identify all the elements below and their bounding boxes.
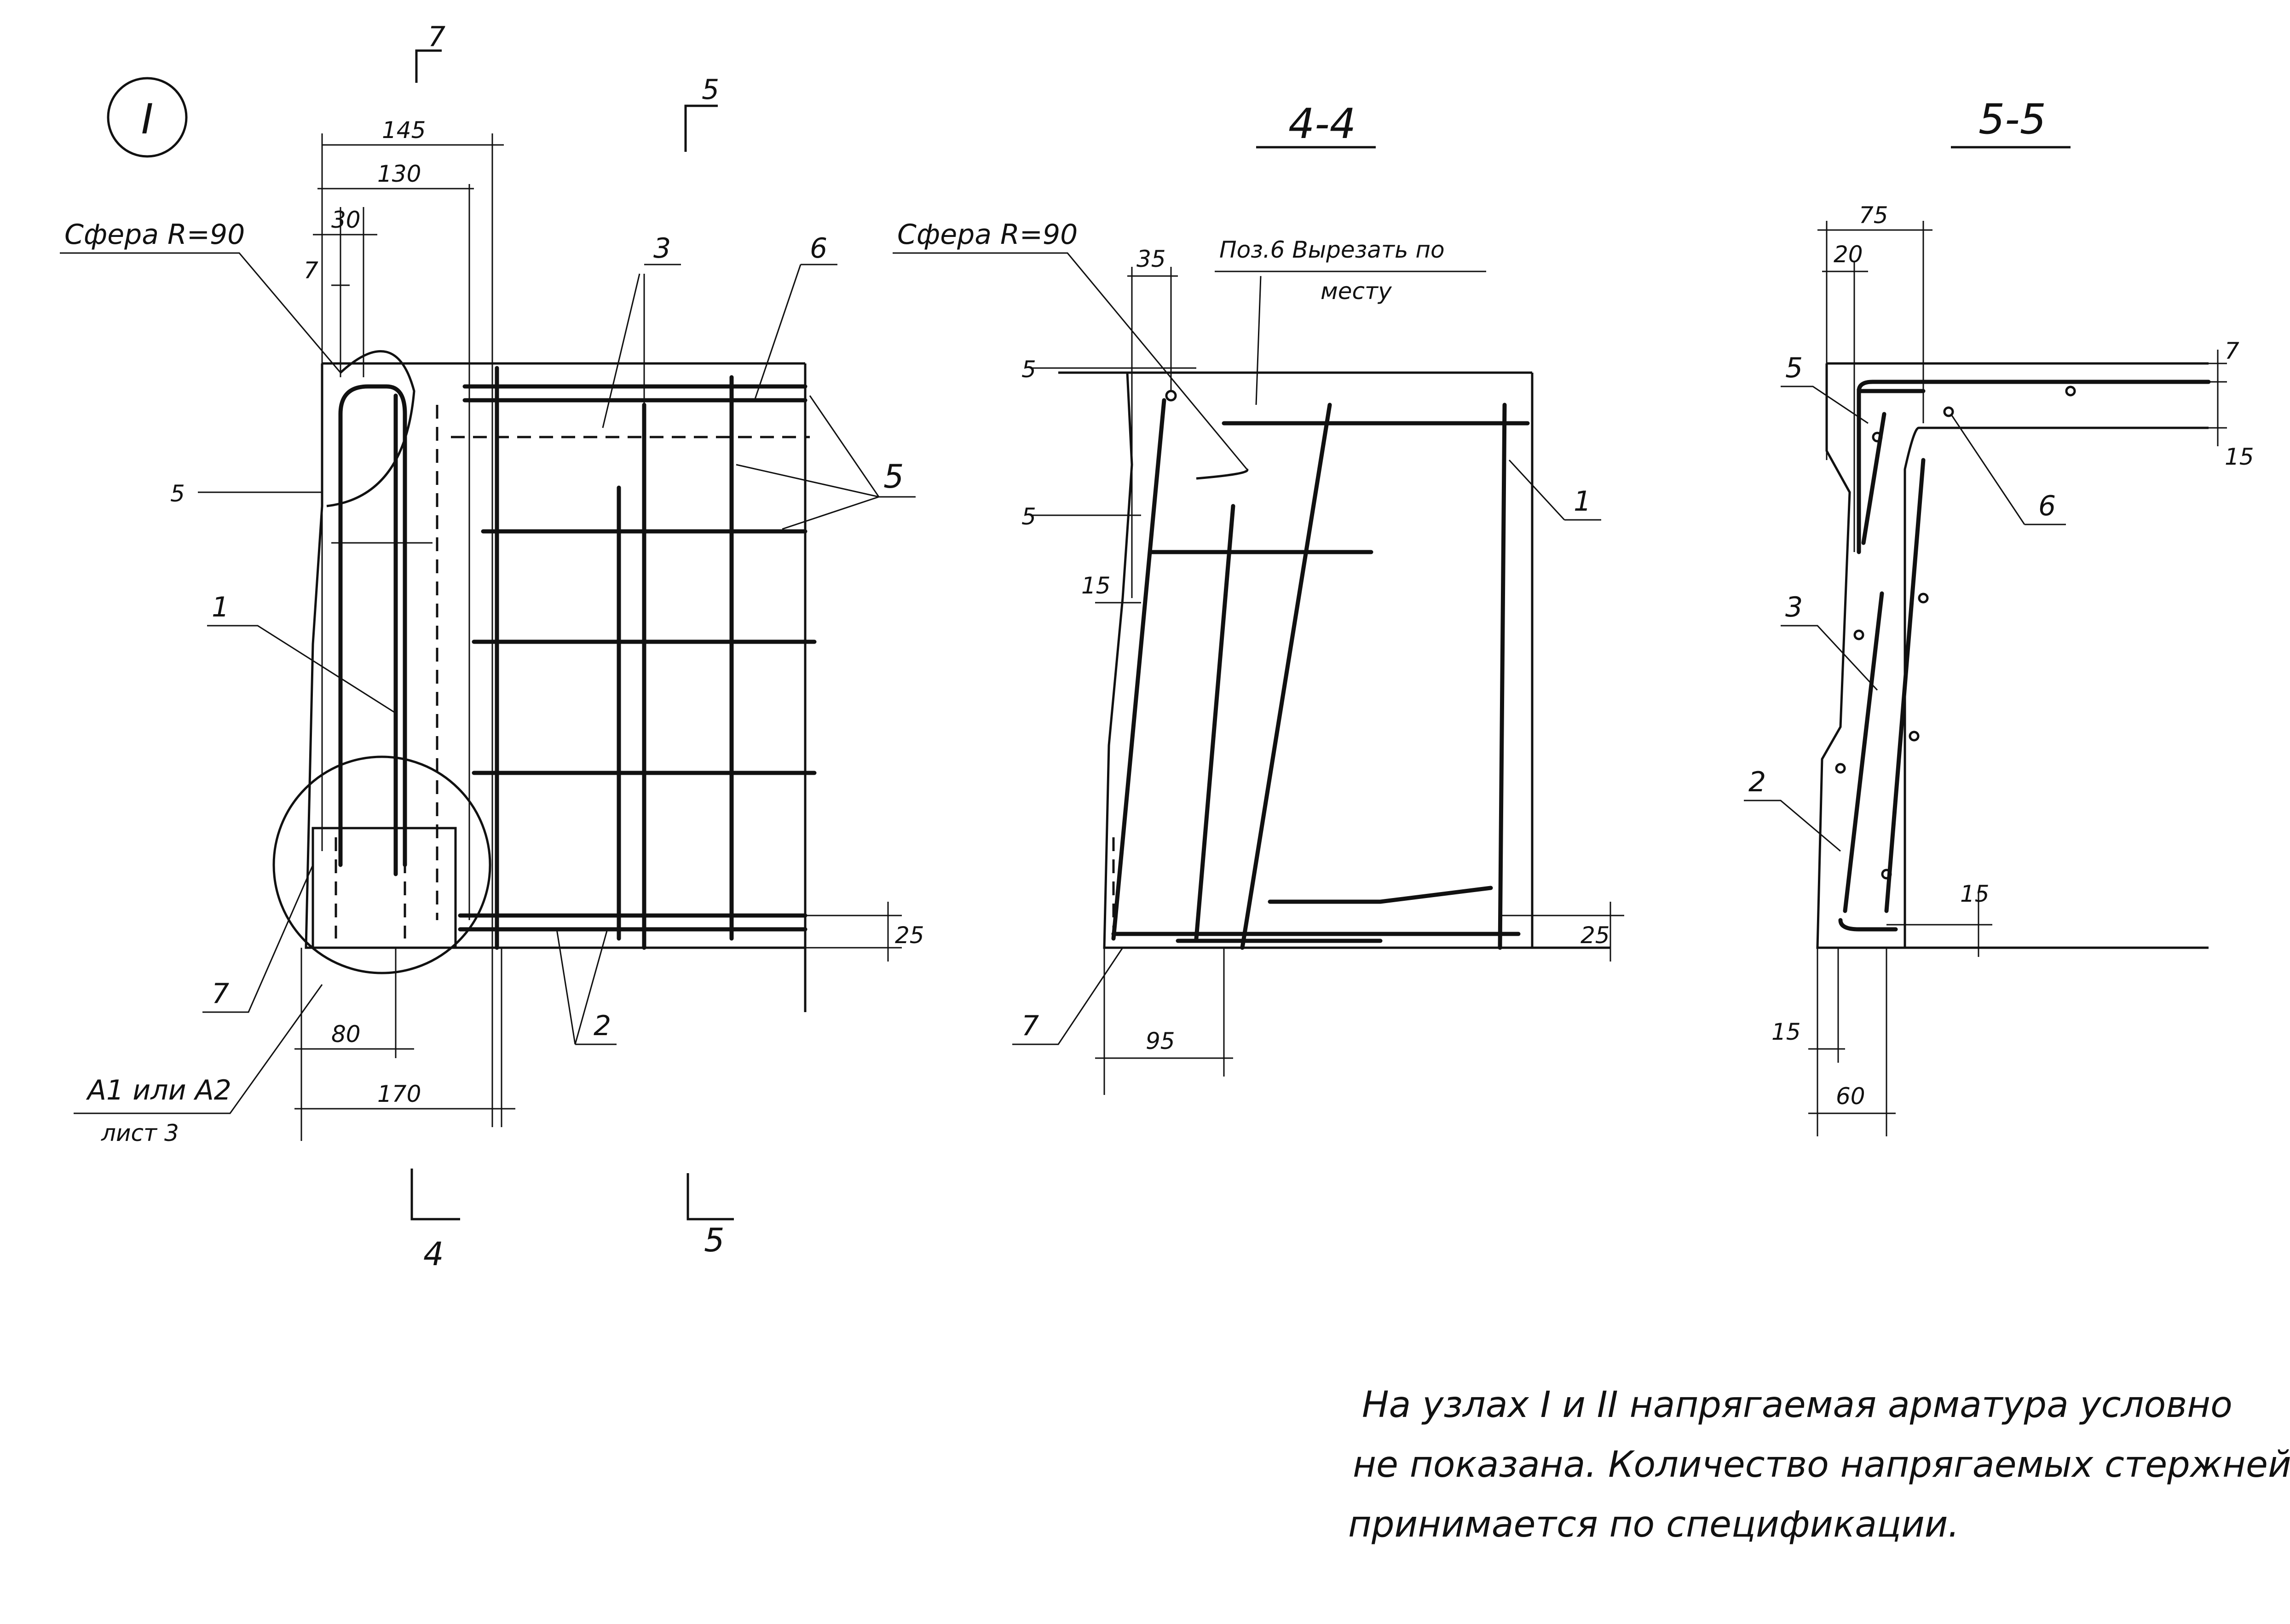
- view1-pos-3: 3: [653, 232, 671, 265]
- dim-25-44: 25: [1581, 922, 1610, 949]
- dim-15-55-bottom-right: 15: [1960, 881, 1990, 907]
- view1-pos-5: 5: [883, 458, 904, 495]
- dim-5a-44: 5: [1021, 356, 1036, 383]
- view1-pos-2: 2: [594, 1010, 611, 1042]
- cut-label-5-bottom: 5: [704, 1221, 725, 1259]
- note-line-3: принимается по спецификации.: [1348, 1504, 1959, 1545]
- note-44-line2: месту: [1321, 278, 1392, 305]
- dim-15-55-right: 15: [2225, 443, 2254, 470]
- cut-marker-4-bottom: [410, 1169, 460, 1221]
- dim-170: 170: [377, 1081, 421, 1107]
- cut-label-7: 7: [428, 21, 445, 53]
- ref-label-a1-a2: А1 или А2: [86, 1074, 231, 1106]
- dim-130: 130: [377, 161, 421, 187]
- section55-pos-2: 2: [1748, 766, 1766, 798]
- sphere-label-44: Сфера R=90: [897, 219, 1078, 251]
- view1-pos-1: 1: [212, 591, 229, 623]
- dim-5-left: 5: [170, 480, 185, 507]
- dim-145: 145: [382, 117, 426, 144]
- section-4-4: 4-4 Сфера R=90 Поз.6 Вырезать по месту 3…: [893, 100, 1624, 1095]
- node-id: I: [141, 95, 154, 144]
- view1-pos-7: 7: [212, 978, 229, 1010]
- section-5-5: 5-5 75 20 7 15 5 6: [1744, 95, 2254, 1136]
- section55-pos-3: 3: [1785, 591, 1803, 623]
- dim-15-55-bottom: 15: [1771, 1019, 1801, 1045]
- dim-95: 95: [1146, 1028, 1175, 1054]
- cut-label-5-top: 5: [702, 74, 719, 106]
- sphere-label-view1: Сфера R=90: [64, 219, 245, 251]
- cut-label-4: 4: [423, 1235, 444, 1273]
- dim-7-55: 7: [2225, 338, 2239, 364]
- dim-75: 75: [1859, 202, 1888, 229]
- cut-marker-5-bottom: [686, 1173, 734, 1221]
- section-55-title: 5-5: [1979, 95, 2046, 144]
- dim-7: 7: [304, 257, 318, 284]
- note-line-2: не показана. Количество напрягаемых стер…: [1353, 1444, 2290, 1486]
- dim-80: 80: [331, 1021, 361, 1048]
- dim-15-44: 15: [1081, 572, 1111, 599]
- section55-pos-6: 6: [2038, 490, 2056, 522]
- section44-pos-7: 7: [1021, 1010, 1039, 1042]
- node-marker: I: [107, 77, 188, 158]
- view1-elevation: 7 5 4 5 145 130 30 7 Сфера R=90 5: [60, 21, 924, 1273]
- view1-pos-6: 6: [810, 232, 827, 265]
- note-line-1: На узлах I и II напрягаемая арматура усл…: [1362, 1384, 2232, 1426]
- dim-5b-44: 5: [1021, 503, 1036, 530]
- dim-20: 20: [1834, 241, 1863, 268]
- ref-label-sheet: лист 3: [101, 1120, 179, 1146]
- dim-60: 60: [1836, 1083, 1865, 1110]
- general-note: На узлах I и II напрягаемая арматура усл…: [1348, 1384, 2290, 1545]
- view1-dim-25: 25: [895, 922, 924, 949]
- section44-pos-1: 1: [1574, 485, 1591, 518]
- note-44-line1: Поз.6 Вырезать по: [1219, 236, 1445, 263]
- cut-marker-5-top: [684, 104, 718, 152]
- section55-pos-5: 5: [1785, 352, 1803, 384]
- dim-35: 35: [1136, 246, 1166, 272]
- section-44-title: 4-4: [1288, 100, 1356, 148]
- cut-marker-7-top: [415, 49, 442, 83]
- dim-30: 30: [331, 207, 361, 233]
